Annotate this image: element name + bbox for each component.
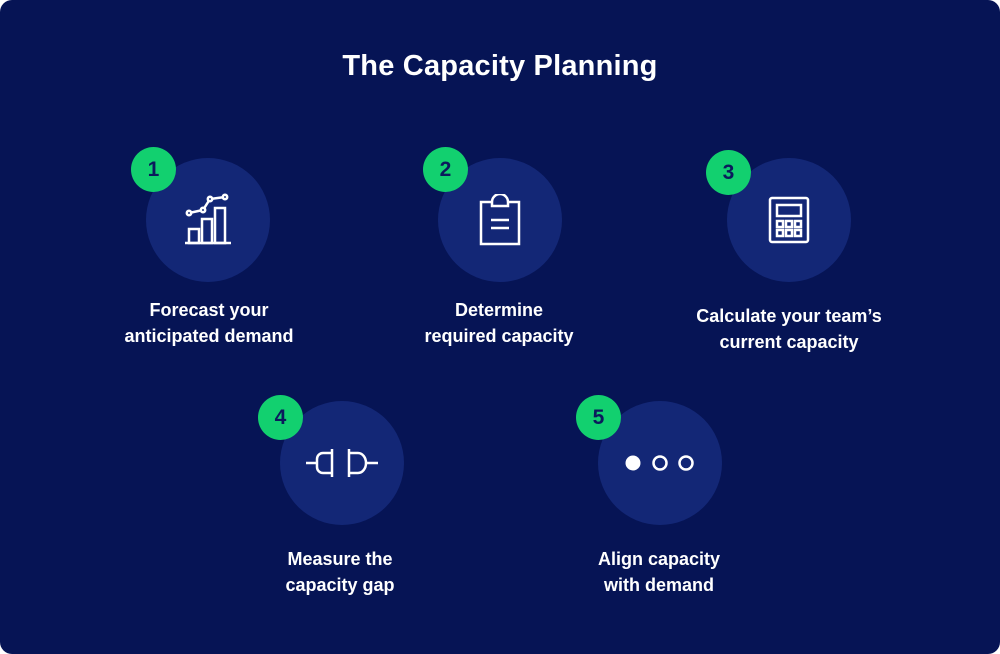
step-3-badge: 3 xyxy=(706,150,751,195)
step-1-label-line-2: anticipated demand xyxy=(124,326,294,346)
progress-dots-icon xyxy=(625,455,694,471)
step-4-label: Measure the capacity gap xyxy=(210,546,470,598)
step-2-label-line-1: Determine xyxy=(454,300,544,320)
bar-chart-trend-icon xyxy=(185,193,231,245)
step-2-badge: 2 xyxy=(423,147,468,192)
step-2-label: Determine required capacity xyxy=(369,297,629,349)
step-2-label-line-2: required capacity xyxy=(424,326,574,346)
step-5-label: Align capacity with demand xyxy=(529,546,789,598)
page-title: The Capacity Planning xyxy=(342,50,658,82)
step-4-badge: 4 xyxy=(258,395,303,440)
unplugged-connector-icon xyxy=(306,449,378,477)
calculator-icon xyxy=(768,196,810,244)
step-1-label: Forecast your anticipated demand xyxy=(79,297,339,349)
step-5-label-line-2: with demand xyxy=(603,575,714,595)
step-4-label-line-2: capacity gap xyxy=(285,575,395,595)
step-1-label-line-1: Forecast your xyxy=(149,300,269,320)
step-3-label-line-2: current capacity xyxy=(719,332,859,352)
step-4-label-line-1: Measure the xyxy=(287,549,393,569)
step-3-label-line-1: Calculate your team’s xyxy=(696,306,882,326)
step-3-circle xyxy=(727,158,851,282)
step-5-badge: 5 xyxy=(576,395,621,440)
step-5-circle xyxy=(598,401,722,525)
step-1-badge: 1 xyxy=(131,147,176,192)
step-3-label: Calculate your team’s current capacity xyxy=(659,303,919,355)
step-5-label-line-1: Align capacity xyxy=(597,549,721,569)
clipboard-icon xyxy=(479,194,521,246)
